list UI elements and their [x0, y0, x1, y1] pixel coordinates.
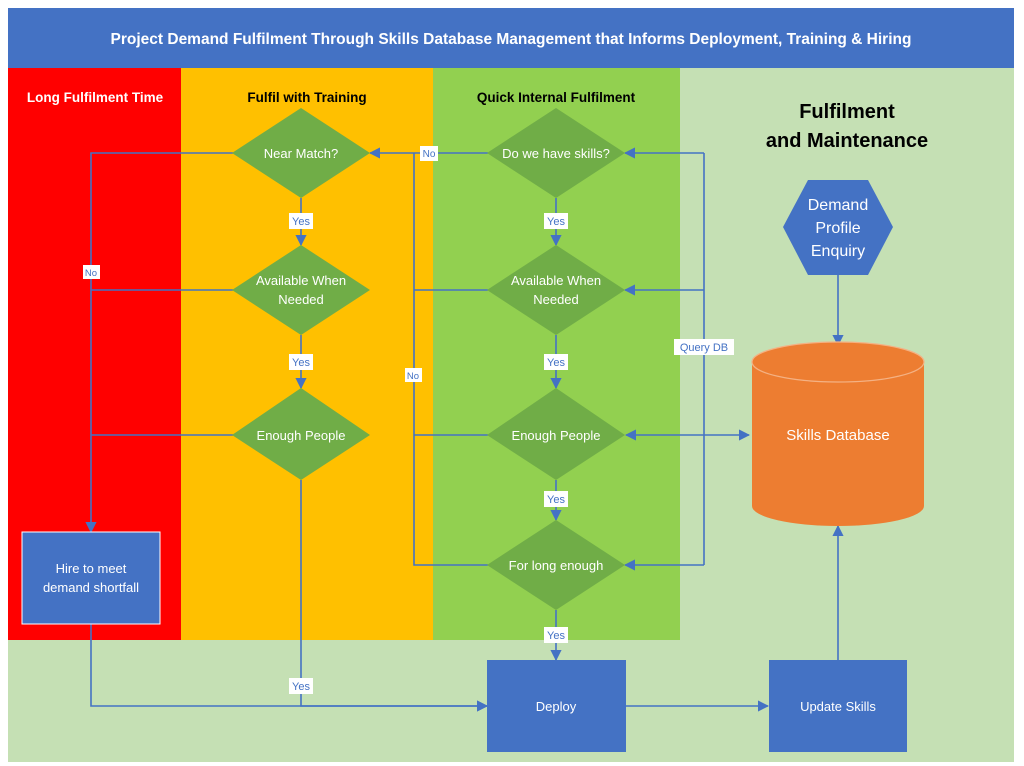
- hexagon-demand-profile-enquiry: [783, 180, 893, 275]
- decision-available-training-label-1: Available When: [256, 273, 346, 288]
- edge-labels: Yes Yes Yes Yes Yes Yes Yes No No No Que…: [83, 146, 734, 694]
- edge-label-bg: [83, 265, 100, 279]
- edge-label-query-db: Query DB: [680, 342, 728, 354]
- lane-title-maintenance-1: Fulfilment: [799, 101, 895, 123]
- lane-title-long: Long Fulfilment Time: [27, 90, 164, 105]
- connectors: [85, 147, 844, 712]
- title-bar: [8, 8, 1014, 68]
- decision-long-enough-label: For long enough: [509, 558, 604, 573]
- edge-label-yes: Yes: [547, 494, 565, 506]
- edge-label-yes: Yes: [292, 357, 310, 369]
- edge-label-no: No: [423, 149, 436, 160]
- decision-near-match-label: Near Match?: [264, 146, 338, 161]
- connector-hire-to-deploy: [90, 624, 489, 712]
- process-update-skills: [769, 660, 907, 752]
- edge-label-no: No: [85, 268, 97, 279]
- process-deploy: [487, 660, 626, 752]
- decision-long-enough: [487, 520, 625, 610]
- lane-title-quick: Quick Internal Fulfilment: [477, 90, 636, 105]
- decision-available-training-label-2: Needed: [278, 292, 324, 307]
- hexagon-label-2: Profile: [815, 220, 860, 237]
- edge-label-bg: [289, 354, 313, 370]
- edge-label-yes: Yes: [292, 681, 310, 693]
- edge-label-yes: Yes: [547, 216, 565, 228]
- decision-enough-quick: [487, 388, 625, 480]
- process-update-skills-label: Update Skills: [800, 699, 876, 714]
- process-hire: [21, 531, 161, 625]
- process-hire-label-1: Hire to meet: [56, 561, 127, 576]
- decision-enough-quick-label: Enough People: [512, 428, 601, 443]
- page-title: Project Demand Fulfilment Through Skills…: [111, 31, 912, 48]
- database-top: [751, 341, 925, 383]
- edge-label-bg: [544, 213, 568, 229]
- process-hire-label-2: demand shortfall: [43, 580, 139, 595]
- decision-enough-training-label: Enough People: [257, 428, 346, 443]
- database-skills: Skills Database: [751, 341, 925, 526]
- lane-title-training: Fulfil with Training: [247, 90, 366, 105]
- lane-title-maintenance-2: and Maintenance: [766, 130, 928, 152]
- edge-label-bg: [674, 339, 734, 355]
- hexagon-label-1: Demand: [808, 197, 868, 214]
- edge-label-no: No: [407, 371, 419, 382]
- hexagon-label-3: Enquiry: [811, 243, 865, 260]
- decision-available-quick-label-1: Available When: [511, 273, 601, 288]
- decision-have-skills-label: Do we have skills?: [502, 146, 610, 161]
- edge-label-bg: [544, 354, 568, 370]
- decision-available-quick-label-2: Needed: [533, 292, 579, 307]
- decision-enough-training: [232, 388, 370, 480]
- edge-label-bg: [289, 678, 313, 694]
- database-label: Skills Database: [786, 427, 889, 444]
- edge-label-bg: [405, 368, 422, 382]
- edge-label-bg: [544, 491, 568, 507]
- edge-label-bg: [289, 213, 313, 229]
- decision-available-quick: [487, 245, 625, 335]
- connector-near-match-no: [85, 152, 233, 534]
- edge-label-yes: Yes: [547, 630, 565, 642]
- process-deploy-label: Deploy: [536, 699, 577, 714]
- decision-have-skills: [487, 108, 625, 198]
- decision-available-training: [232, 245, 370, 335]
- edge-label-bg: [420, 146, 438, 161]
- edge-label-yes: Yes: [292, 216, 310, 228]
- edge-label-yes: Yes: [547, 357, 565, 369]
- database-body: [752, 362, 924, 526]
- edge-label-bg: [544, 627, 568, 643]
- decision-near-match: [232, 108, 370, 198]
